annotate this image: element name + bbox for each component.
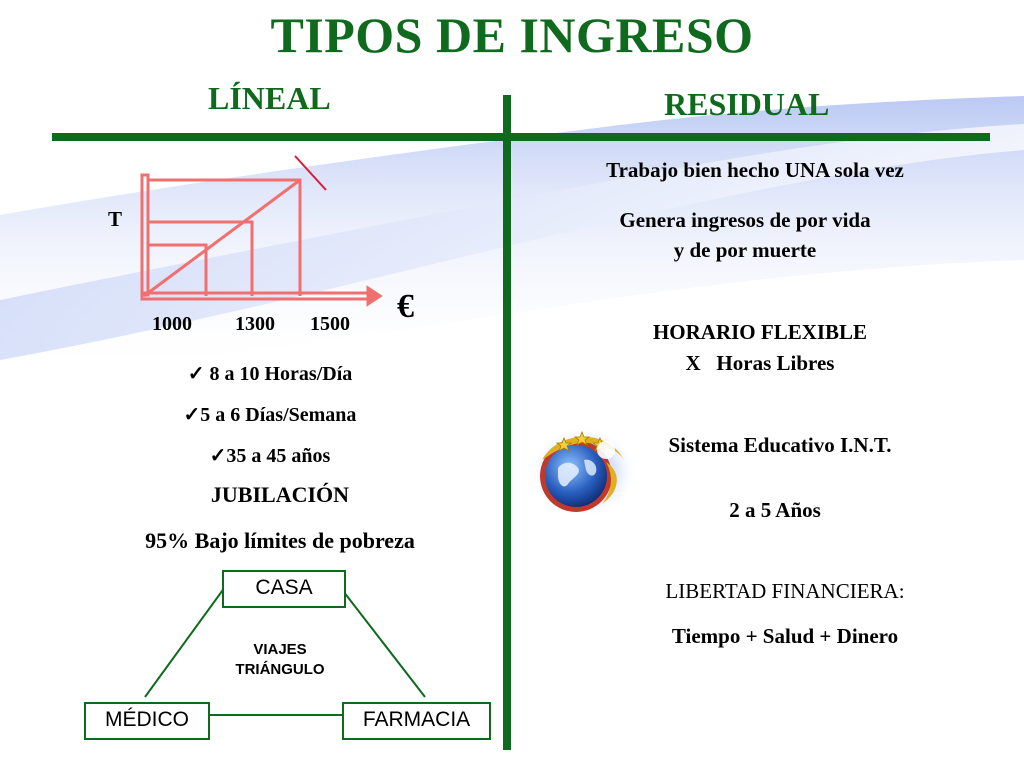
check-item-hours: ✓ 8 a 10 Horas/Día <box>187 363 353 385</box>
horario-line1: HORARIO FLEXIBLE <box>652 320 868 344</box>
page-title: TIPOS DE INGRESO <box>270 7 754 63</box>
formula-text: Tiempo + Salud + Dinero <box>671 624 899 648</box>
horizontal-divider <box>52 133 990 141</box>
graph-step-1300 <box>148 220 254 296</box>
graph-tick-1500: 1500 <box>310 313 350 335</box>
graph-y-axis <box>140 173 150 297</box>
medico-box: MÉDICO <box>84 702 210 740</box>
graph-x-unit: € <box>397 288 414 325</box>
graph-diagonal <box>143 178 301 298</box>
anos-text: 2 a 5 Años <box>729 498 821 522</box>
graph-step-1000 <box>148 243 208 296</box>
sistema-text: Sistema Educativo I.N.T. <box>668 433 892 457</box>
graph-step-1500 <box>148 178 302 296</box>
medico-label: MÉDICO <box>105 708 189 731</box>
horario-line2: X Horas Libres <box>685 351 835 375</box>
jubilacion-label: JUBILACIÓN <box>210 482 350 507</box>
check-item-years: ✓35 a 45 años <box>209 445 331 467</box>
graph-y-label: T <box>108 207 123 231</box>
vertical-divider <box>503 95 511 750</box>
trabajo-text: Trabajo bien hecho UNA sola vez <box>606 158 904 182</box>
check-item-days: ✓5 a 6 Días/Semana <box>183 404 357 426</box>
casa-box: CASA <box>222 570 346 608</box>
libertad-text: LIBERTAD FINANCIERA: <box>665 579 905 603</box>
pobreza-label: 95% Bajo límites de pobreza <box>145 528 415 553</box>
triangle-diagram-lines <box>144 586 426 716</box>
triangle-center-line2: TRIÁNGULO <box>235 661 325 678</box>
globe-logo-icon <box>529 426 637 518</box>
graph-x-axis <box>140 291 372 301</box>
lineal-heading: LÍNEAL <box>208 80 331 116</box>
triangle-center-line1: VIAJES <box>253 641 307 658</box>
farmacia-box: FARMACIA <box>342 702 491 740</box>
genera-line2: y de por muerte <box>673 238 817 262</box>
graph-tick-1000: 1000 <box>152 313 192 335</box>
farmacia-label: FARMACIA <box>362 708 471 731</box>
graph-x-arrow <box>366 285 383 307</box>
graph-cut-mark <box>294 155 327 191</box>
graph-tick-1300: 1300 <box>235 313 275 335</box>
residual-heading: RESIDUAL <box>664 86 830 122</box>
triangle-center-label: VIAJES TRIÁNGULO <box>210 640 350 680</box>
linear-income-graph <box>140 155 383 307</box>
genera-line1: Genera ingresos de por vida <box>619 208 871 232</box>
casa-label: CASA <box>255 576 313 599</box>
